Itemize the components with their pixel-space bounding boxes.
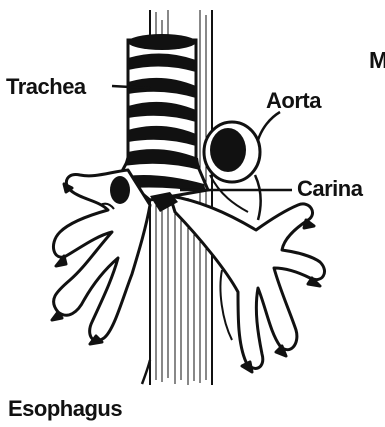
esophagus-leader [142, 360, 150, 384]
aorta-leader [258, 112, 280, 140]
label-corner-fragment: M [369, 47, 385, 73]
label-esophagus: Esophagus [8, 396, 122, 421]
left-bronchus [52, 170, 150, 344]
trachea-tube [120, 34, 208, 200]
label-trachea: Trachea [6, 74, 87, 99]
label-carina: Carina [297, 176, 364, 201]
label-aorta: Aorta [266, 88, 322, 113]
right-bronchus [170, 196, 325, 372]
